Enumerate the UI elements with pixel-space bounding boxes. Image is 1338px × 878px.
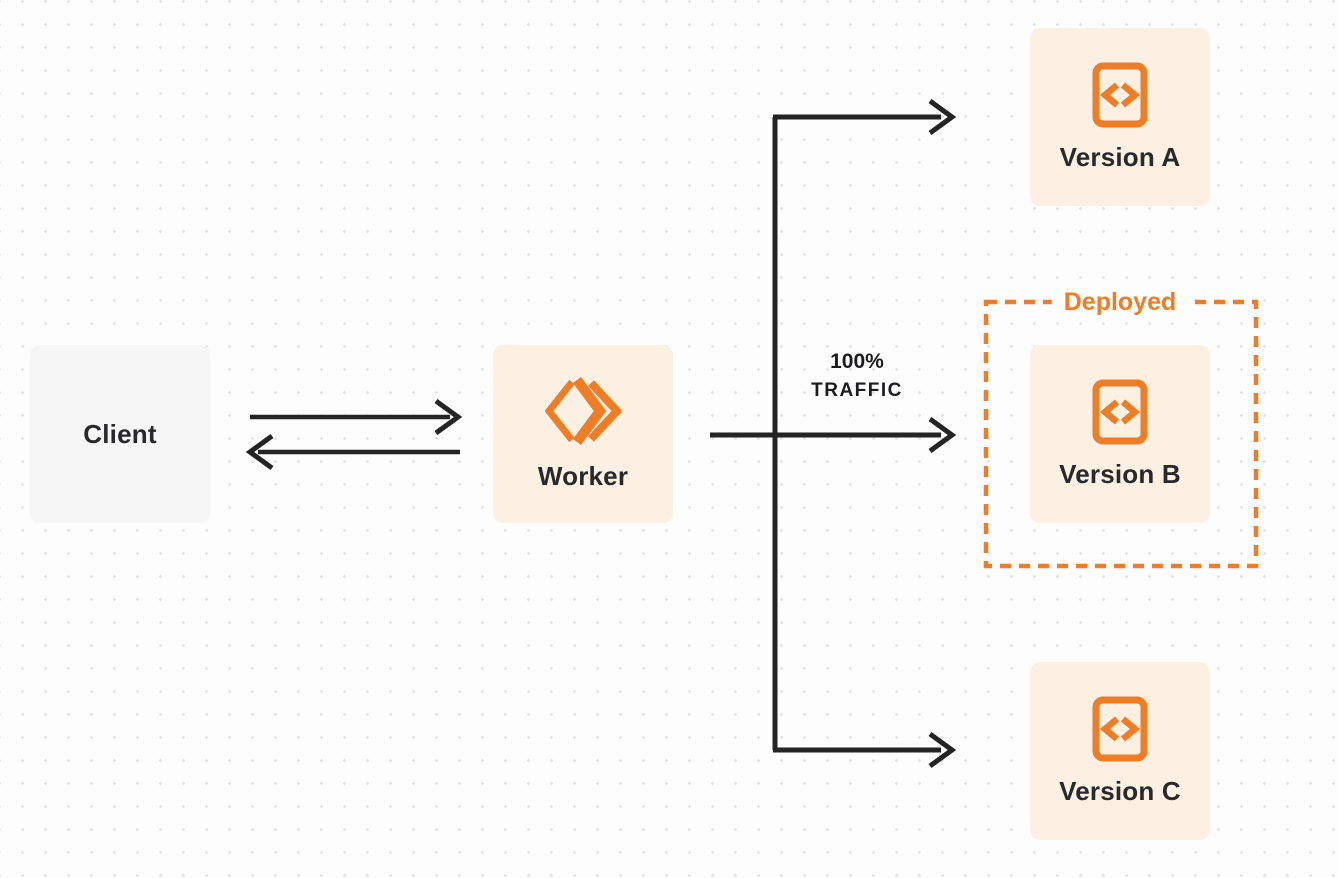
arrow-to-version-a xyxy=(773,98,957,136)
traffic-annotation: 100% TRAFFIC xyxy=(811,349,903,407)
worker-node: Worker xyxy=(493,345,673,523)
version-b-node: Version B xyxy=(1030,345,1210,523)
version-a-label: Version A xyxy=(1059,141,1181,172)
arrow-worker-to-client xyxy=(245,433,460,471)
worker-label: Worker xyxy=(537,460,629,491)
arrow-client-to-worker xyxy=(250,398,463,436)
arrow-to-version-b xyxy=(710,416,957,454)
arrow-to-version-c xyxy=(773,731,957,769)
traffic-percent-text: 100% xyxy=(830,350,884,373)
traffic-word-text: TRAFFIC xyxy=(811,380,903,401)
version-b-label: Version B xyxy=(1059,458,1181,489)
code-file-icon xyxy=(1092,379,1148,445)
deployed-label: Deployed xyxy=(1051,287,1189,317)
version-c-node: Version C xyxy=(1030,662,1210,840)
workers-logo-icon xyxy=(545,376,621,445)
version-a-node: Version A xyxy=(1030,28,1210,206)
code-file-icon xyxy=(1092,62,1148,128)
client-label: Client xyxy=(83,418,157,449)
code-file-icon xyxy=(1092,696,1148,762)
client-node: Client xyxy=(30,345,210,523)
version-c-label: Version C xyxy=(1059,775,1181,806)
